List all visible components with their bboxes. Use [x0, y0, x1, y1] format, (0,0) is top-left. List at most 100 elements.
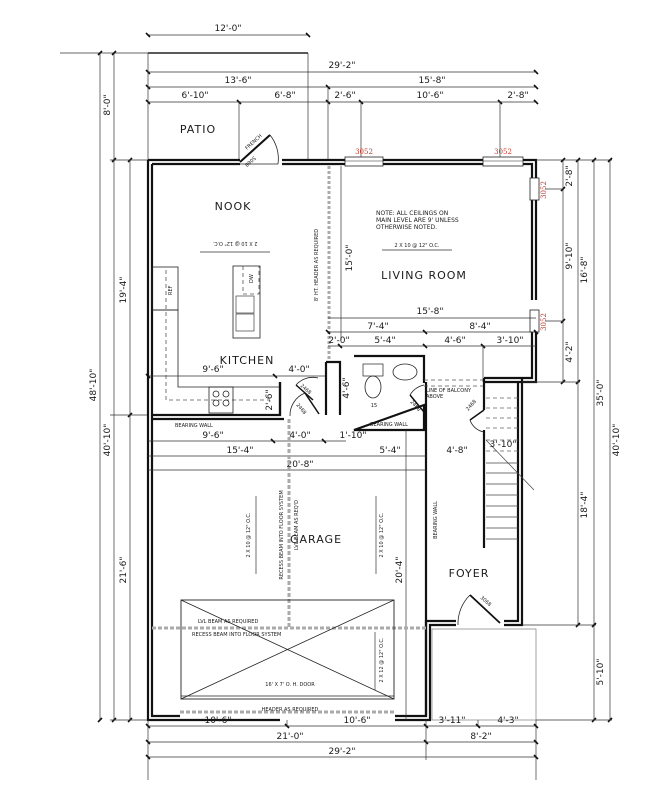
- svg-text:4'-6": 4'-6": [342, 377, 352, 398]
- dim-left-upper: 19'-4": [119, 276, 129, 303]
- dim-top-seg1: 6'-10": [181, 91, 208, 101]
- svg-text:2'-0": 2'-0": [328, 336, 349, 346]
- svg-text:4'-6": 4'-6": [444, 336, 465, 346]
- svg-text:9'-6": 9'-6": [202, 365, 223, 375]
- sink-bowl-2: [235, 313, 255, 332]
- svg-text:4'-0": 4'-0": [289, 431, 310, 441]
- bearing-wall-bath: BEARING WALL: [370, 422, 408, 428]
- svg-text:35'-0": 35'-0": [596, 379, 606, 406]
- svg-text:NOTE: ALL CEILINGS ON: NOTE: ALL CEILINGS ON: [376, 210, 448, 217]
- note-lvl-beam-v: LVL BEAM AS REQ'D: [294, 500, 300, 550]
- svg-text:DW: DW: [249, 274, 255, 283]
- window-4: [529, 309, 540, 333]
- joist-garage-right: 2 X 10 @ 12" O.C.: [379, 512, 385, 557]
- front-door: 3068: [431, 594, 537, 721]
- dim-left-lower: 21'-6": [119, 556, 129, 583]
- svg-text:15: 15: [371, 403, 377, 409]
- door-label-stair-closet: 2468: [465, 399, 478, 412]
- joist-callouts: 2 X 10 @ 12" O.C. 2 X 10 @ 12" O.C. 2 X …: [200, 240, 452, 690]
- porch: [431, 628, 537, 721]
- ceiling-note: NOTE: ALL CEILINGS ON MAIN LEVEL ARE 9' …: [376, 210, 459, 231]
- dim-top-seg2: 6'-8": [274, 91, 295, 101]
- svg-text:2'-8": 2'-8": [565, 165, 575, 186]
- bottom-dimensions: 10'-6" 10'-6" 3'-11" 4'-3" 21'-0" 8'-2" …: [145, 716, 539, 780]
- garage-door-label: 16' X 7' O. H. DOOR: [265, 682, 315, 688]
- svg-text:7'-4": 7'-4": [367, 322, 388, 332]
- stairs: 2468 3'-10": [465, 378, 535, 548]
- left-dimensions: 48'-10" 8'-0" 40'-10" 19'-4" 21'-6": [60, 50, 148, 723]
- room-label-kitchen: KITCHEN: [220, 354, 275, 367]
- svg-text:15'-4": 15'-4": [226, 446, 253, 456]
- svg-text:9'-6": 9'-6": [202, 431, 223, 441]
- svg-text:21'-0": 21'-0": [276, 732, 303, 742]
- dim-top-overall: 29'-2": [328, 61, 355, 71]
- garage-dimensions: BEARING WALL 9'-6" 4'-0" 1'-10" 15'-4" 5…: [148, 423, 468, 720]
- kitchen-fixtures: REF DW: [151, 265, 280, 414]
- svg-text:8'-4": 8'-4": [469, 322, 490, 332]
- svg-text:4'-2": 4'-2": [565, 341, 575, 362]
- svg-text:2'-6": 2'-6": [265, 389, 275, 410]
- window-label-4: 3052: [540, 313, 548, 331]
- joist-garage-left: 2 X 10 @ 12" O.C.: [246, 512, 252, 557]
- kitchen-island: [232, 265, 261, 339]
- dim-house-depth: 40'-10": [103, 424, 113, 457]
- dim-top-seg4: 10'-6": [416, 91, 443, 101]
- svg-text:4'-0": 4'-0": [288, 365, 309, 375]
- kitchen-dimensions: 9'-6" 4'-0": [145, 365, 326, 379]
- dim-patio-depth: 8'-0": [103, 94, 113, 115]
- dim-top-right: 15'-8": [418, 76, 445, 86]
- room-label-foyer: FOYER: [449, 567, 490, 580]
- svg-text:29'-2": 29'-2": [328, 747, 355, 757]
- svg-text:9'-10": 9'-10": [565, 242, 575, 269]
- joist-garage-door: 2 X 12 @ 12" O.C.: [379, 637, 385, 682]
- svg-text:5'-4": 5'-4": [379, 446, 400, 456]
- bath-sink: [392, 363, 418, 381]
- svg-text:8'-2": 8'-2": [470, 732, 491, 742]
- window-label-1: 3052: [355, 148, 373, 156]
- window-3: [529, 177, 540, 201]
- svg-text:4'-3": 4'-3": [497, 716, 518, 726]
- room-label-nook: NOOK: [215, 200, 252, 213]
- note-recess-beam-h: RECESS BEAM INTO FLOOR SYSTEM: [192, 632, 281, 638]
- toilet-tank: [362, 363, 384, 377]
- svg-text:5'-4": 5'-4": [374, 336, 395, 346]
- windows: 3052 3052 3052 3052: [344, 148, 548, 333]
- dim-garage-depth: 20'-4": [395, 556, 405, 583]
- dim-left-overall: 48'-10": [89, 369, 99, 402]
- svg-text:OTHERWISE NOTED.: OTHERWISE NOTED.: [376, 224, 437, 231]
- refrigerator: [151, 266, 179, 311]
- window-label-2: 3052: [494, 148, 512, 156]
- svg-text:20'-8": 20'-8": [286, 460, 313, 470]
- dim-nook-living-height: 15'-0": [345, 244, 355, 271]
- garage-door: 16' X 7' O. H. DOOR HEADER AS REQUIRED: [180, 599, 395, 713]
- svg-text:5'-10": 5'-10": [596, 658, 606, 685]
- svg-text:REF: REF: [168, 285, 174, 295]
- top-dimensions: 12'-0" 29'-2" 13'-6" 15'-8" 6'-10" 6'-8"…: [145, 24, 539, 160]
- svg-text:1'-10": 1'-10": [339, 431, 366, 441]
- joist-nook: 2 X 10 @ 12" O.C.: [212, 240, 257, 246]
- note-recess-beam-v: RECESS BEAM INTO FLOOR SYSTEM: [279, 490, 285, 579]
- svg-text:16'-8": 16'-8": [580, 256, 590, 283]
- toilet-bowl: [364, 375, 382, 399]
- french-door: FRENCH 5068: [239, 133, 279, 167]
- note-header-required: 8' HT. HEADER AS REQUIRED: [314, 229, 320, 301]
- svg-text:3'-11": 3'-11": [438, 716, 465, 726]
- balcony-line1: LINE OF BALCONY: [426, 388, 472, 394]
- window-label-3: 3052: [540, 181, 548, 199]
- svg-text:4'-8": 4'-8": [446, 446, 467, 456]
- svg-text:18'-4": 18'-4": [580, 491, 590, 518]
- room-label-living: LIVING ROOM: [381, 269, 467, 282]
- svg-text:MAIN LEVEL ARE 9' UNLESS: MAIN LEVEL ARE 9' UNLESS: [376, 217, 459, 224]
- dim-top-seg3: 2'-6": [334, 91, 355, 101]
- balcony-line2: ABOVE: [426, 394, 443, 400]
- range: [208, 386, 234, 414]
- room-label-patio: PATIO: [180, 123, 216, 136]
- bearing-wall-foyer: BEARING WALL: [433, 501, 439, 539]
- window-2: [482, 156, 524, 167]
- door-label-closet: 2468: [294, 402, 307, 416]
- dim-stair-width: 3'-10": [489, 440, 516, 450]
- svg-text:15'-8": 15'-8": [416, 307, 443, 317]
- sink-bowl-1: [235, 295, 255, 314]
- room-label-garage: GARAGE: [290, 533, 342, 546]
